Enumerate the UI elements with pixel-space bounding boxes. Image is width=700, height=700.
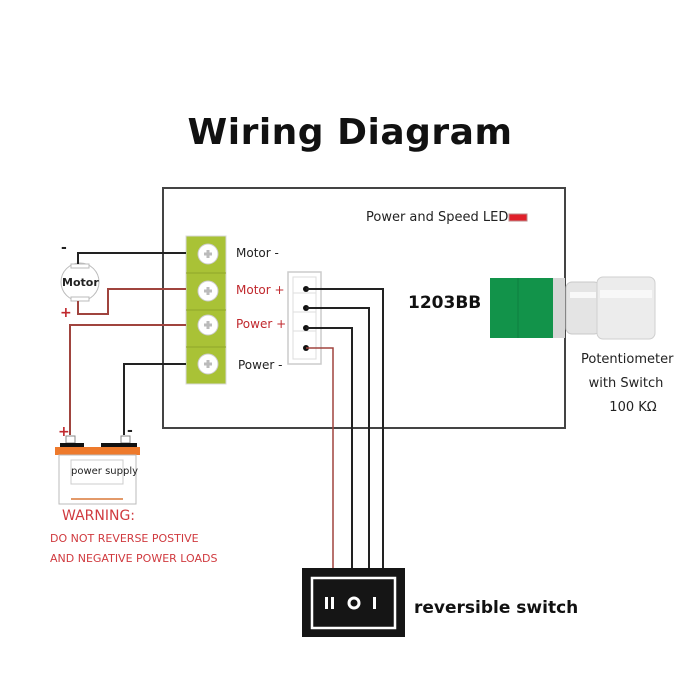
terminal-label-motor-plus: Motor +	[236, 283, 285, 297]
warning-title: WARNING:	[62, 508, 136, 524]
wire-power-plus	[69, 324, 186, 435]
led-label: Power and Speed LED	[366, 210, 509, 225]
terminal-screw-power-minus	[197, 353, 219, 375]
motor-plus-sign: +	[60, 305, 72, 321]
diagram-title: Wiring Diagram	[187, 112, 513, 153]
power-supply-label: power supply	[71, 466, 139, 477]
motor-label: Motor	[62, 276, 99, 289]
psu-plus-sign: +	[58, 424, 70, 440]
warning-line1: DO NOT REVERSE POSTIVE	[50, 532, 199, 545]
terminal-screw-motor-minus	[197, 243, 219, 265]
reversible-switch-icon	[302, 568, 405, 637]
psu-minus-sign: -	[127, 423, 133, 439]
switch-label: reversible switch	[414, 598, 579, 618]
board-model: 1203BB	[408, 293, 482, 313]
led-indicator	[508, 213, 528, 222]
terminal-screw-motor-plus	[197, 280, 219, 302]
motor-minus-sign: -	[61, 240, 67, 256]
wire-motor-plus	[77, 288, 186, 315]
potentiometer-shaft	[565, 276, 656, 340]
warning-line2: AND NEGATIVE POWER LOADS	[50, 552, 218, 565]
potentiometer-label: Potentiometer with Switch 100 KΩ	[581, 348, 674, 420]
terminal-label-power-plus: Power +	[236, 317, 287, 331]
power-supply-icon	[55, 435, 140, 505]
potentiometer-line1: Potentiometer	[581, 352, 674, 367]
potentiometer-body	[490, 278, 553, 338]
potentiometer-line2: with Switch	[588, 376, 664, 391]
terminal-label-power-minus: Power -	[238, 358, 283, 372]
terminal-screw-power-plus	[197, 314, 219, 336]
terminal-label-motor-minus: Motor -	[236, 246, 279, 260]
wire-motor-minus	[77, 252, 186, 264]
switch-wires	[303, 286, 384, 568]
wire-power-minus	[123, 363, 186, 435]
motor-icon	[60, 262, 100, 302]
potentiometer-line3: 100 KΩ	[609, 400, 657, 415]
